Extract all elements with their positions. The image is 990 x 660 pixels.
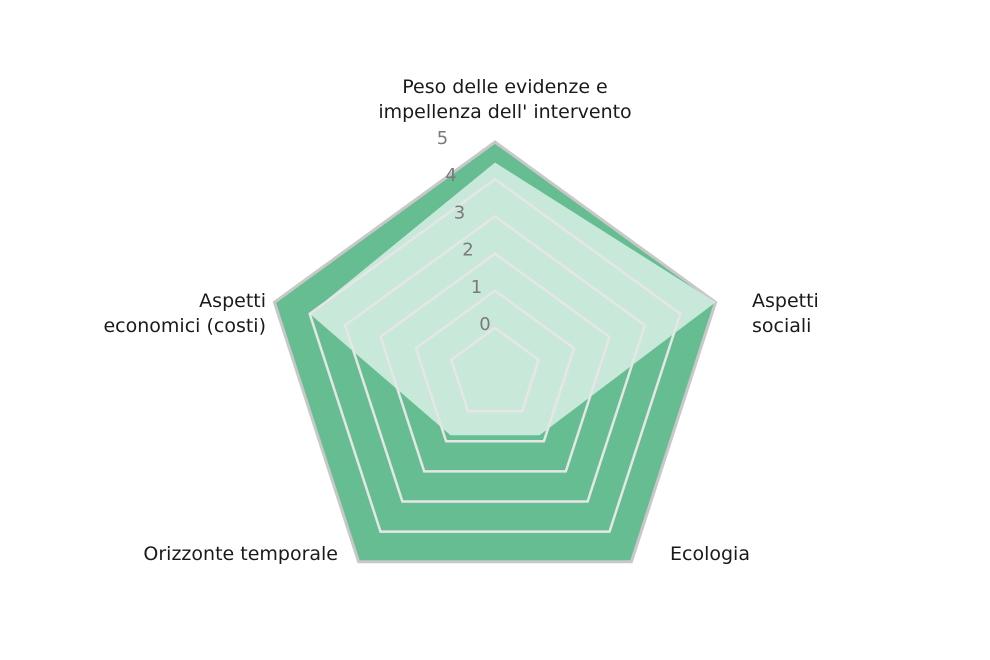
tick-label-0: 0 [479, 314, 490, 335]
tick-label-3: 3 [454, 202, 465, 223]
tick-label-1: 1 [471, 277, 482, 298]
grid-ring-2 [379, 252, 611, 473]
tick-label-2: 2 [462, 240, 473, 261]
axis-label-sociali: Aspetti sociali [752, 290, 819, 337]
grid-ring-1 [414, 289, 576, 443]
axis-label-economici: Aspetti economici (costi) [103, 290, 266, 337]
tick-label-4: 4 [445, 165, 456, 186]
axis-label-orizzonte: Orizzonte temporale [143, 543, 338, 565]
tick-label-5: 5 [437, 128, 448, 149]
grid-ring-3 [343, 214, 647, 503]
series-inner-polygon [309, 162, 716, 436]
axis-label-ecologia: Ecologia [670, 543, 750, 565]
grid-ring-4 [308, 177, 682, 533]
axis-label-evidenze: Peso delle evidenze e impellenza dell' i… [378, 76, 632, 123]
grid-ring-0 [449, 326, 541, 413]
